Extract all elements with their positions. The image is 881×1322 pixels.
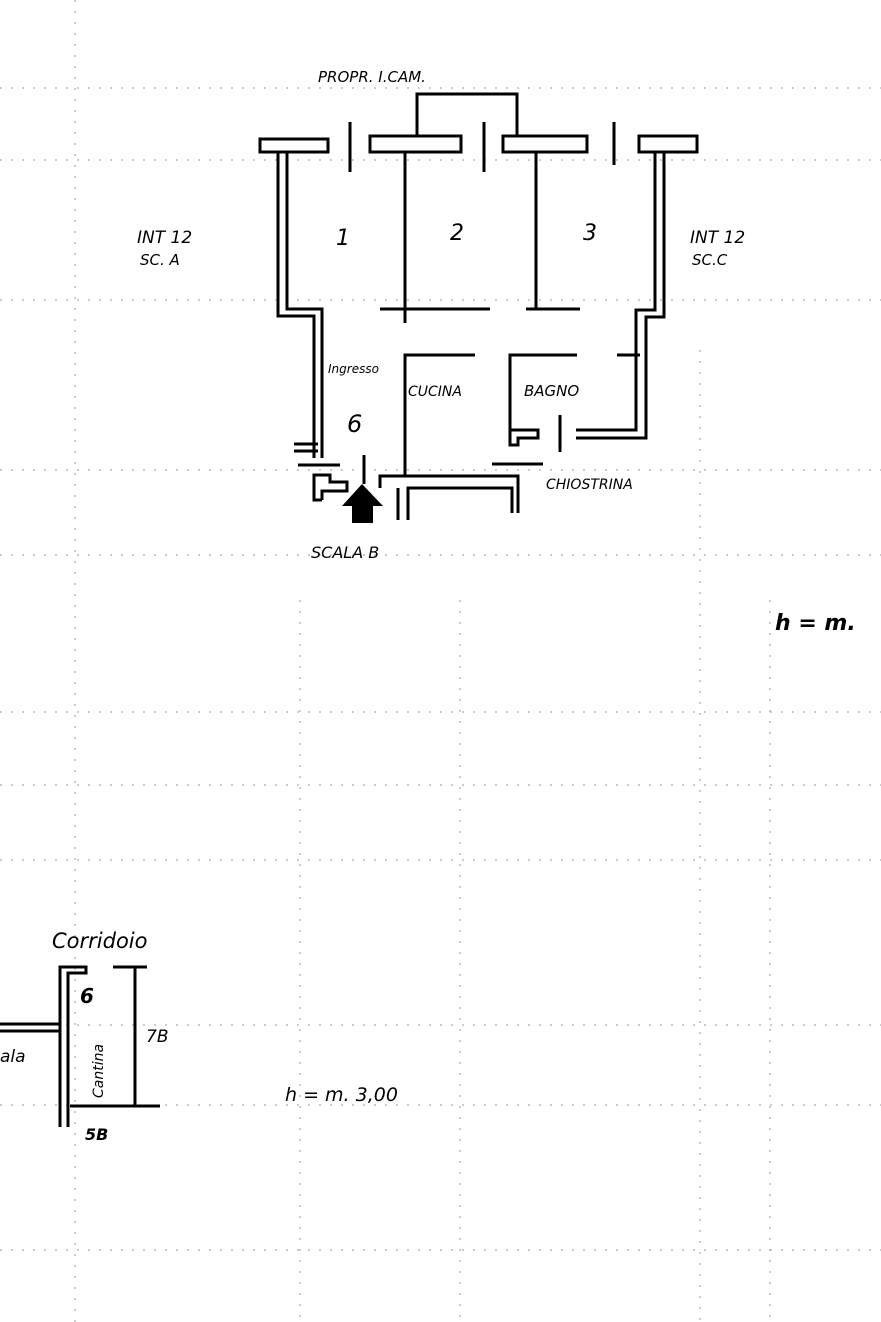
stair-label: SCALA B	[311, 543, 379, 562]
left-neighbor-unit: INT 12	[137, 228, 192, 248]
lower-plan-labels: Corridoio 6 Cantina 7B 5B ala h = m. 3,0…	[0, 929, 398, 1144]
bathroom-label: BAGNO	[524, 382, 579, 400]
upper-plan-walls	[258, 92, 699, 520]
cellar-right-number: 7B	[146, 1027, 168, 1047]
entrance-arrow-icon	[342, 484, 383, 523]
cellar-label: Cantina	[91, 1044, 107, 1098]
room-3-label: 3	[583, 221, 597, 246]
left-neighbor-stair: SC. A	[140, 251, 180, 269]
corridor-label: Corridoio	[52, 929, 147, 953]
cellar-unit-number: 6	[80, 984, 94, 1008]
unit-number: 6	[347, 410, 362, 438]
lower-plan-walls	[0, 965, 160, 1127]
owner-label: PROPR. I.CAM.	[318, 68, 426, 86]
upper-plan-labels: PROPR. I.CAM. INT 12 SC. A INT 12 SC.C 1…	[137, 68, 856, 636]
cellar-bottom-number: 5B	[85, 1125, 108, 1144]
courtyard-label: CHIOSTRINA	[546, 477, 633, 493]
right-neighbor-stair: SC.C	[692, 251, 728, 269]
kitchen-label: CUCINA	[408, 384, 462, 400]
left-cut-label: ala	[0, 1047, 26, 1067]
right-neighbor-unit: INT 12	[690, 228, 745, 248]
lower-height-label: h = m. 3,00	[285, 1084, 398, 1106]
room-2-label: 2	[450, 221, 464, 246]
entrance-label: Ingresso	[328, 362, 379, 376]
upper-height-label: h = m.	[775, 611, 856, 636]
room-1-label: 1	[336, 226, 350, 251]
